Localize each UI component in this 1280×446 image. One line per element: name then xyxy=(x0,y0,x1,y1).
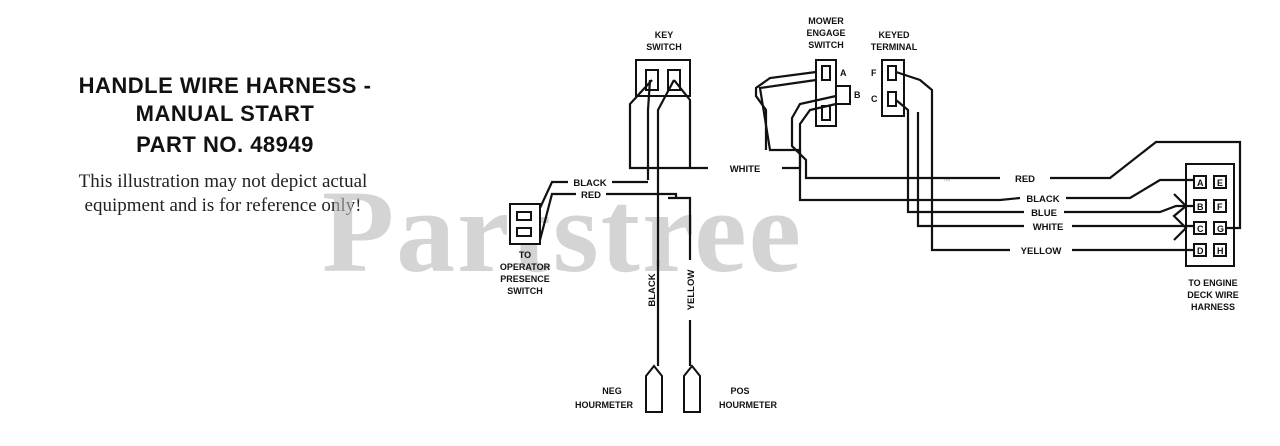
mower-a-wire xyxy=(754,70,817,150)
engine-deck-pin-c: C xyxy=(1197,224,1204,234)
black-wire-to-deck xyxy=(1066,178,1194,200)
engine-deck-pin-d: D xyxy=(1197,246,1204,256)
red-wire-route xyxy=(790,94,1000,180)
black-vertical-wire xyxy=(656,79,675,366)
mower-engage-switch: MOWER ENGAGE SWITCH A B xyxy=(806,16,861,127)
diagram-title-line-2: MANUAL START xyxy=(135,101,315,126)
engine-deck-pin-b: B xyxy=(1197,202,1204,212)
key-switch-loop-wire xyxy=(628,79,692,170)
operator-presence-label-1: TO xyxy=(519,250,531,260)
pos-hourmeter-label-2: HOURMETER xyxy=(719,400,777,410)
wire-labels: WHITE BLACK RED RED BLACK BLUE WHITE YEL… xyxy=(573,164,1063,310)
engine-deck-pin-h: H xyxy=(1217,246,1224,256)
black-ops-wire-label: BLACK xyxy=(573,178,606,189)
wires xyxy=(538,70,1242,366)
mower-engage-terminal-a xyxy=(821,65,831,81)
engine-deck-label-2: DECK WIRE xyxy=(1187,290,1239,300)
red-ops-wire-left xyxy=(538,192,576,241)
deck-jumper-wire xyxy=(1172,193,1188,241)
operator-presence-label-4: SWITCH xyxy=(507,286,543,296)
black-ops-wire-left xyxy=(539,180,568,209)
yellow-wire-upper xyxy=(668,196,692,260)
mower-engage-label-1: MOWER xyxy=(808,16,844,26)
mower-engage-pin-a: A xyxy=(840,68,847,78)
neg-hourmeter: NEG HOURMETER xyxy=(575,364,663,413)
mower-engage-pin-b: B xyxy=(854,90,861,100)
engine-deck-terminal-h xyxy=(1213,243,1227,257)
white-wire-route xyxy=(916,112,1024,228)
operator-presence-label-3: PRESENCE xyxy=(500,274,550,284)
keyed-terminal-f xyxy=(887,65,897,81)
red-wire-to-deck xyxy=(1050,140,1242,230)
disclaimer-line-1: This illustration may not depict actual xyxy=(78,171,368,192)
engine-deck-label-1: TO ENGINE xyxy=(1188,278,1237,288)
keyed-terminal: KEYED TERMINAL F C xyxy=(871,30,918,117)
neg-hourmeter-label-1: NEG xyxy=(602,386,622,396)
operator-presence-label-2: OPERATOR xyxy=(500,262,551,272)
white-wire-label: WHITE xyxy=(730,164,761,175)
mower-engage-terminal-low xyxy=(821,105,831,121)
engine-deck-label-3: HARNESS xyxy=(1191,302,1235,312)
engine-deck-terminal-e xyxy=(1213,175,1227,189)
red-ops-wire-label: RED xyxy=(581,190,601,201)
disclaimer: This illustration may not depict actual … xyxy=(28,170,418,218)
white-wire-right-label: WHITE xyxy=(1033,222,1064,233)
engine-deck-connector: A B C D E F G H TO ENGINE DECK WIRE HARN… xyxy=(1185,163,1239,312)
mower-engage-label-3: SWITCH xyxy=(808,40,844,50)
yellow-wire-route xyxy=(895,70,1010,252)
blue-wire-label: BLUE xyxy=(1031,208,1057,219)
keyed-terminal-pin-c: C xyxy=(871,94,878,104)
partstree-watermark: Partstree xyxy=(322,166,803,297)
disclaimer-line-2: equipment and is for reference only! xyxy=(84,195,362,216)
operator-presence-terminal-1 xyxy=(516,211,532,221)
yellow-wire-label: YELLOW xyxy=(1021,246,1062,257)
neg-hourmeter-label-2: HOURMETER xyxy=(575,400,633,410)
diagram-part-number: PART NO. 48949 xyxy=(136,132,314,157)
pos-hourmeter-connector xyxy=(683,364,701,413)
mower-engage-tab xyxy=(835,85,851,105)
engine-deck-pin-a: A xyxy=(1197,178,1204,188)
engine-deck-terminal-c xyxy=(1193,221,1207,235)
engine-deck-terminal-a xyxy=(1193,175,1207,189)
pos-hourmeter-label-1: POS xyxy=(730,386,749,396)
pos-hourmeter: POS HOURMETER xyxy=(683,364,777,413)
black-vertical-wire-label: BLACK xyxy=(647,273,658,306)
operator-presence-switch: TO OPERATOR PRESENCE SWITCH xyxy=(500,203,551,296)
keyed-terminal-label-1: KEYED xyxy=(878,30,910,40)
blue-wire-route xyxy=(895,99,1024,214)
engine-deck-terminal-f xyxy=(1213,199,1227,213)
red-ops-wire-right xyxy=(606,192,678,198)
diagram-title-line-1: HANDLE WIRE HARNESS - xyxy=(78,73,372,98)
key-switch-label-2: SWITCH xyxy=(646,42,682,52)
black-wire-route xyxy=(798,102,1021,202)
yellow-vertical-wire-label: YELLOW xyxy=(686,270,697,311)
operator-presence-terminal-2 xyxy=(516,227,532,237)
keyed-terminal-pin-f: F xyxy=(871,68,877,78)
key-switch-drop-wire xyxy=(646,79,652,180)
blue-wire-to-deck xyxy=(1064,204,1194,214)
engine-deck-pin-g: G xyxy=(1217,224,1224,234)
mower-engage-label-2: ENGAGE xyxy=(806,28,845,38)
key-switch-label-1: KEY xyxy=(655,30,674,40)
neg-hourmeter-connector xyxy=(645,364,663,413)
engine-deck-pin-f: F xyxy=(1217,202,1223,212)
watermark-trademark: ™ xyxy=(942,176,951,186)
engine-deck-pin-e: E xyxy=(1217,178,1223,188)
keyed-terminal-c xyxy=(887,91,897,107)
red-wire-label: RED xyxy=(1015,174,1035,185)
key-switch: KEY SWITCH xyxy=(635,30,691,97)
operator-presence-connector xyxy=(509,203,541,245)
keyed-terminal-label-2: TERMINAL xyxy=(871,42,918,52)
black-wire-label: BLACK xyxy=(1026,194,1059,205)
white-wire-right xyxy=(758,78,817,170)
